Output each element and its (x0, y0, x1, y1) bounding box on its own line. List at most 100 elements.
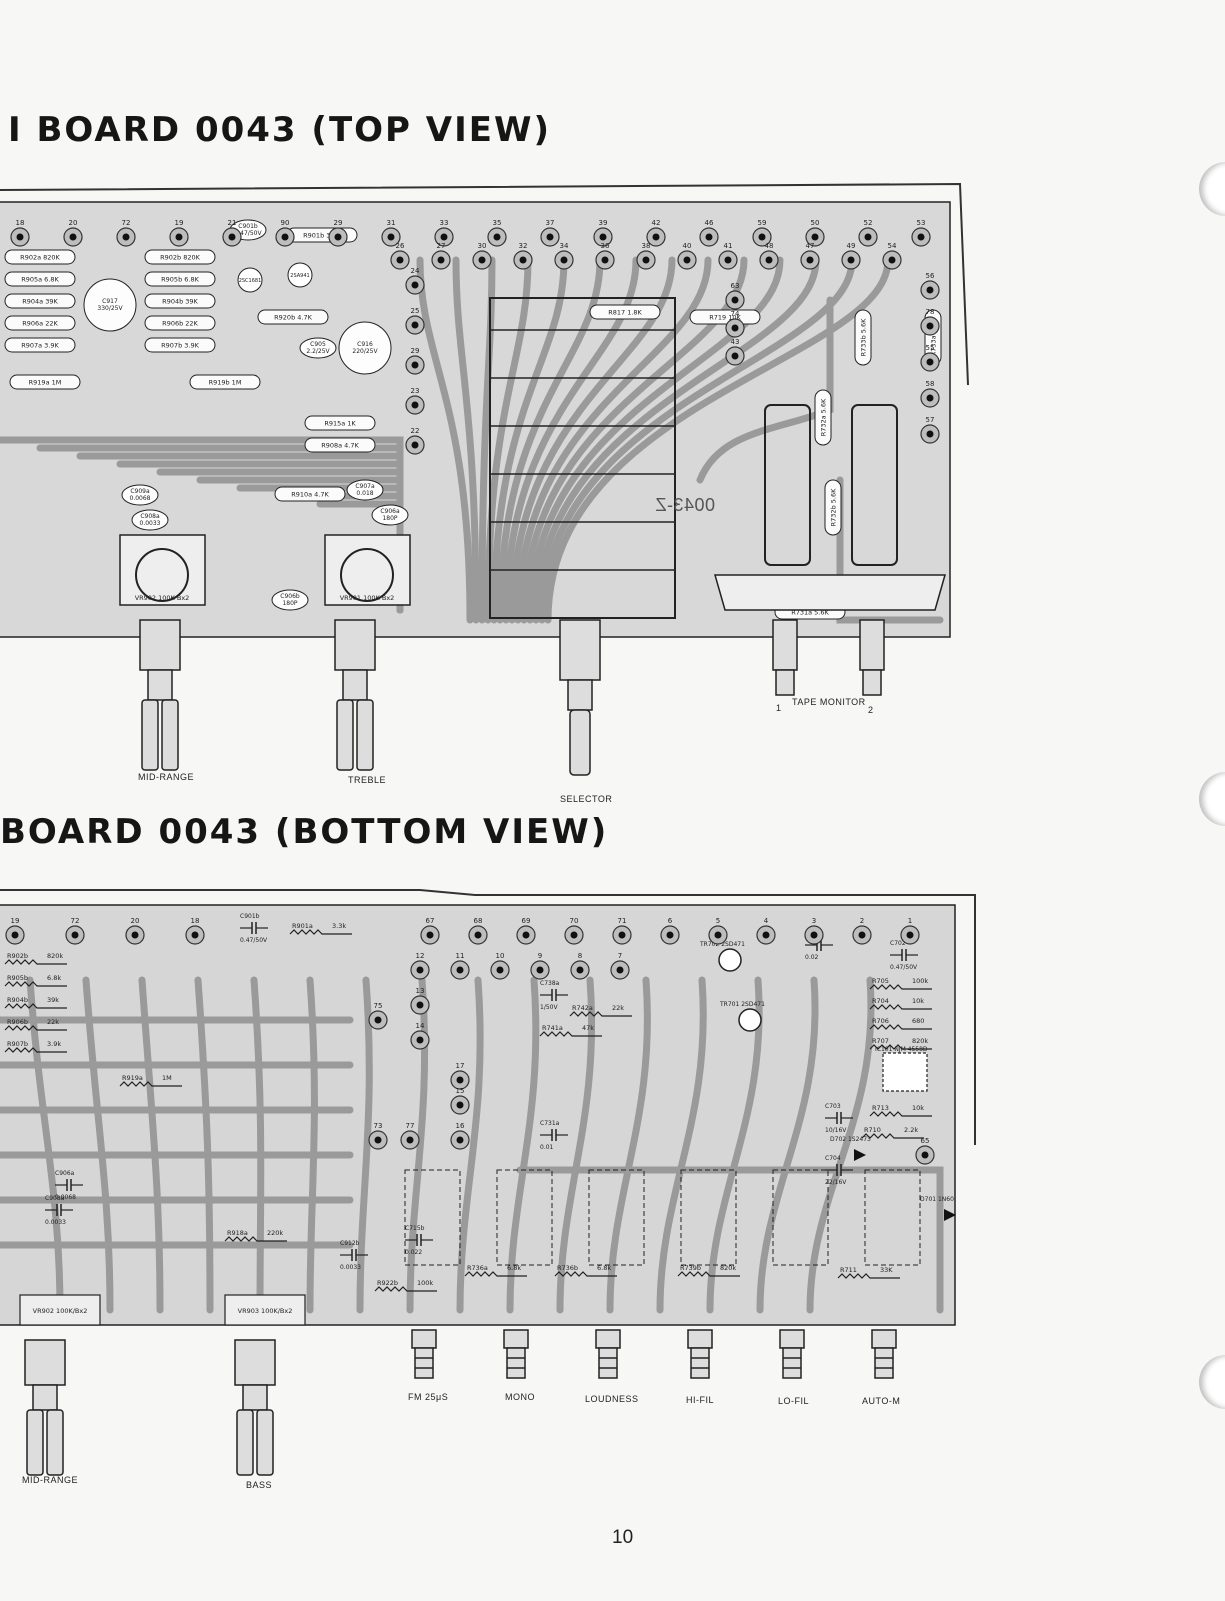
top-terminal-35: 35 (487, 219, 507, 247)
top-controls-svg (139, 619, 885, 776)
svg-text:R908a 4.7K: R908a 4.7K (321, 442, 359, 450)
svg-text:0.0068: 0.0068 (130, 495, 151, 502)
top-terminal-90: 90 (275, 219, 295, 247)
svg-text:R918a: R918a (227, 1229, 248, 1237)
push-switch-0[interactable] (411, 1329, 437, 1379)
svg-text:R706: R706 (872, 1017, 889, 1025)
top-side-terminal-63: 63 (725, 282, 745, 310)
svg-text:R906b 22K: R906b 22K (162, 320, 198, 328)
svg-text:42: 42 (652, 219, 661, 227)
top-terminal-21: 21 (222, 219, 242, 247)
bottom-terminal-68: 68 (468, 917, 488, 945)
svg-text:C916: C916 (357, 341, 373, 348)
bottom-terminal-4: 4 (756, 917, 776, 945)
top-side-terminal-55: 55 (920, 344, 940, 372)
tape-monitor-1-label: 1 (776, 703, 782, 713)
switch-label-mono: MONO (505, 1392, 535, 1402)
tape-monitor-switch-2[interactable] (859, 619, 885, 696)
push-switch-1[interactable] (503, 1329, 529, 1379)
mid-range-label-bottom: MID-RANGE (22, 1475, 78, 1485)
svg-text:47: 47 (806, 242, 815, 250)
mid-range-knob-top[interactable] (139, 619, 181, 771)
svg-text:59: 59 (758, 219, 767, 227)
svg-text:R915a 1K: R915a 1K (324, 420, 356, 428)
top-resistor-r906b: R906b 22K (144, 315, 216, 331)
svg-text:54: 54 (888, 242, 897, 250)
bottom-terminal-1: 1 (900, 917, 920, 945)
top-resistor-r907b: R907b 3.9K (144, 337, 216, 353)
svg-text:48: 48 (765, 242, 774, 250)
svg-text:53: 53 (917, 219, 926, 227)
svg-text:R919a 1M: R919a 1M (29, 379, 62, 387)
selector-knob[interactable] (559, 619, 601, 776)
svg-text:R736b: R736b (557, 1264, 578, 1272)
svg-text:21: 21 (228, 219, 237, 227)
svg-text:820k: 820k (912, 1037, 928, 1045)
top-terminal-39: 39 (593, 219, 613, 247)
svg-text:10k: 10k (912, 997, 924, 1005)
bottom-switch-outline-4 (772, 1169, 829, 1266)
top-resistor-r904b: R904b 39K (144, 293, 216, 309)
top-terminal-b-54: 54 (882, 242, 902, 270)
treble-knob[interactable] (334, 619, 376, 771)
tape-monitor-switch-1[interactable] (772, 619, 798, 696)
bottom-terminal-67: 67 (420, 917, 440, 945)
svg-text:37: 37 (546, 219, 555, 227)
svg-text:220k: 220k (267, 1229, 283, 1237)
svg-text:6.8k: 6.8k (507, 1264, 521, 1272)
bottom-terminal-c-15: 15 (450, 1087, 470, 1115)
top-resistor-r902b: R902b 820K (144, 249, 216, 265)
switch-label-loudness: LOUDNESS (585, 1394, 639, 1404)
bottom-switch-outline-5 (864, 1169, 921, 1266)
svg-text:74: 74 (731, 310, 740, 318)
top-terminal-b-38: 38 (636, 242, 656, 270)
bottom-pot-vr903: VR903 100K/Bx2 (224, 1294, 306, 1326)
bottom-terminal-c-13: 13 (410, 987, 430, 1015)
bottom-switch-outline-1 (496, 1169, 553, 1266)
svg-text:10/16V: 10/16V (825, 1127, 847, 1134)
tape-monitor-label: TAPE MONITOR (792, 697, 866, 707)
svg-text:22k: 22k (612, 1004, 624, 1012)
top-pot-vr901: VR901 100K Bx2 (324, 534, 411, 606)
svg-text:100k: 100k (417, 1279, 433, 1287)
svg-text:3.3k: 3.3k (332, 922, 346, 930)
top-resistor-r919b: R919b 1M (189, 374, 261, 390)
push-switch-3[interactable] (687, 1329, 713, 1379)
svg-text:63: 63 (731, 282, 740, 290)
svg-text:77: 77 (406, 1122, 415, 1130)
push-switch-4[interactable] (779, 1329, 805, 1379)
svg-text:14: 14 (416, 1022, 425, 1030)
bottom-wire (0, 889, 976, 1145)
top-terminal-53: 53 (911, 219, 931, 247)
bottom-semiconductor-0: TR702 2SD471 (699, 941, 745, 972)
svg-text:R733a 5.6K: R733a 5.6K (930, 318, 938, 356)
svg-text:2.2/25V: 2.2/25V (306, 348, 330, 355)
push-switch-5[interactable] (871, 1329, 897, 1379)
svg-text:0.018: 0.018 (356, 490, 373, 497)
top-resistor-r919a: R919a 1M (9, 374, 81, 390)
svg-text:0.0033: 0.0033 (45, 1219, 66, 1226)
svg-text:R719 10K: R719 10K (709, 314, 741, 322)
tape-monitor-2-label: 2 (868, 705, 874, 715)
svg-text:2.2k: 2.2k (904, 1126, 918, 1134)
top-side-terminal-22: 22 (405, 427, 425, 455)
top-terminal-b-47: 47 (800, 242, 820, 270)
push-switch-2[interactable] (595, 1329, 621, 1379)
svg-text:69: 69 (522, 917, 531, 925)
svg-text:R902b: R902b (7, 952, 28, 960)
svg-text:3: 3 (812, 917, 816, 925)
bottom-terminal-c-14: 14 (410, 1022, 430, 1050)
mid-range-knob-bottom[interactable] (24, 1339, 66, 1476)
svg-text:20: 20 (69, 219, 78, 227)
svg-text:27: 27 (437, 242, 446, 250)
bass-knob[interactable] (234, 1339, 276, 1476)
bottom-terminal-b-7: 7 (610, 952, 630, 980)
svg-text:65: 65 (921, 1137, 930, 1145)
